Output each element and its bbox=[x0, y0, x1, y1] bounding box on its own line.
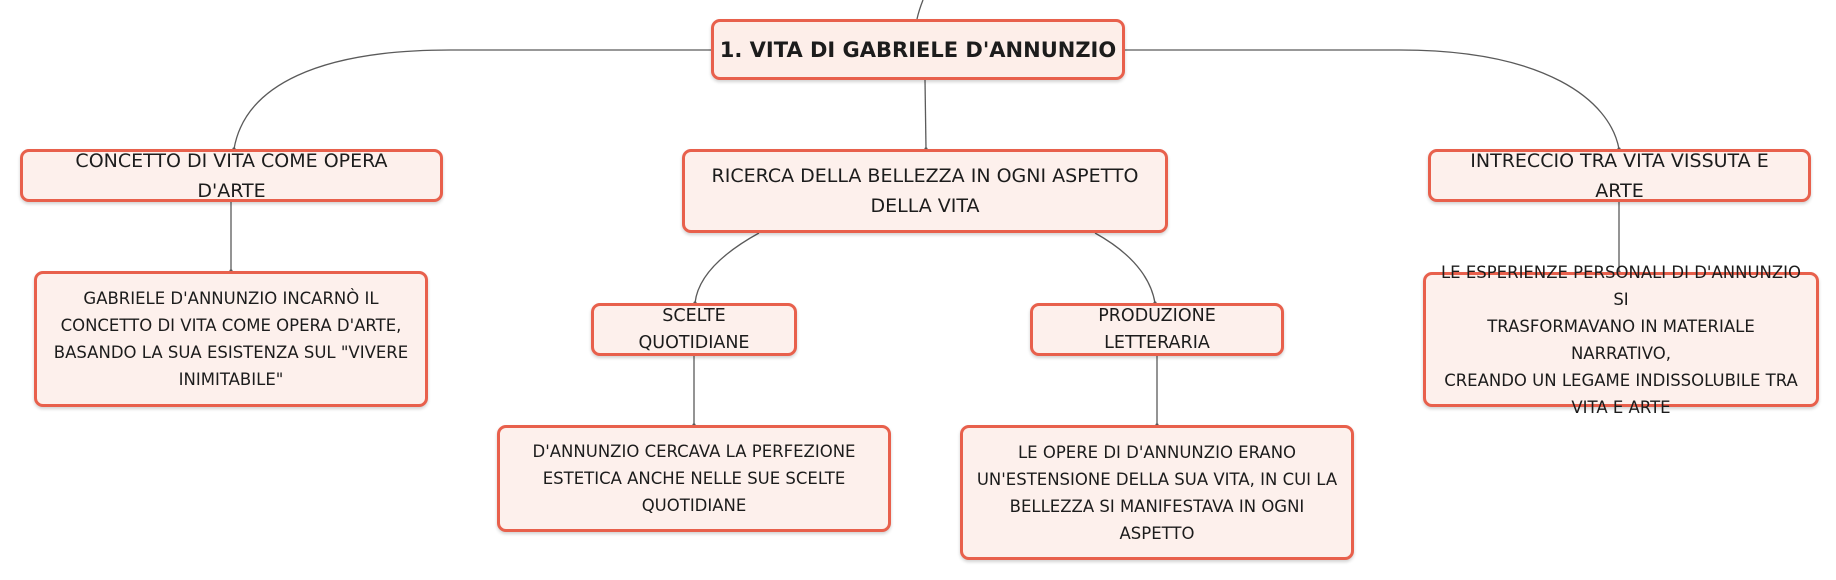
detail-line: D'ANNUNZIO CERCAVA LA PERFEZIONE bbox=[532, 442, 856, 461]
detail-text: LE OPERE DI D'ANNUNZIO ERANO UN'ESTENSIO… bbox=[975, 439, 1339, 547]
connector-root-to-intreccio bbox=[1125, 49, 1620, 150]
connector-root-to-concetto bbox=[233, 49, 711, 150]
detail-line: QUOTIDIANE bbox=[641, 496, 747, 515]
subtopic-node-scelte[interactable]: SCELTE QUOTIDIANE bbox=[591, 303, 797, 356]
connector-root-to-ricerca bbox=[924, 79, 927, 150]
detail-line: CREANDO UN LEGAME INDISSOLUBILE TRA bbox=[1444, 370, 1798, 390]
detail-line: BELLEZZA SI MANIFESTAVA IN OGNI ASPETTO bbox=[1009, 496, 1305, 543]
connector-ricerca-to-scelte bbox=[694, 232, 760, 304]
connector-ricerca-to-produzione bbox=[1094, 232, 1156, 304]
detail-line: ESTETICA ANCHE NELLE SUE SCELTE bbox=[542, 469, 846, 488]
subtopic-node-produzione[interactable]: PRODUZIONE LETTERARIA bbox=[1030, 303, 1284, 356]
detail-node-concetto[interactable]: GABRIELE D'ANNUNZIO INCARNÒ IL CONCETTO … bbox=[34, 271, 428, 407]
connector-parent-to-root bbox=[916, 0, 924, 20]
root-topic-label: 1. VITA DI GABRIELE D'ANNUNZIO bbox=[719, 37, 1117, 62]
topic-node-intreccio[interactable]: INTRECCIO TRA VITA VISSUTA E ARTE bbox=[1428, 149, 1811, 202]
detail-line: UN'ESTENSIONE DELLA SUA VITA, IN CUI LA bbox=[976, 469, 1338, 489]
detail-node-scelte[interactable]: D'ANNUNZIO CERCAVA LA PERFEZIONE ESTETIC… bbox=[497, 425, 891, 532]
root-topic-node[interactable]: 1. VITA DI GABRIELE D'ANNUNZIO bbox=[711, 19, 1125, 80]
detail-text: LE ESPERIENZE PERSONALI DI D'ANNUNZIO SI… bbox=[1438, 259, 1804, 421]
topic-label-line: RICERCA DELLA BELLEZZA IN OGNI ASPETTO bbox=[711, 165, 1139, 187]
detail-line: LE ESPERIENZE PERSONALI DI D'ANNUNZIO SI bbox=[1440, 262, 1802, 309]
topic-label: INTRECCIO TRA VITA VISSUTA E ARTE bbox=[1470, 149, 1769, 202]
detail-line: BASANDO LA SUA ESISTENZA SUL "VIVERE bbox=[53, 343, 409, 362]
detail-line: CONCETTO DI VITA COME OPERA D'ARTE, bbox=[60, 316, 402, 335]
subtopic-label: PRODUZIONE LETTERARIA bbox=[1098, 305, 1216, 353]
topic-label: RICERCA DELLA BELLEZZA IN OGNI ASPETTO D… bbox=[712, 161, 1139, 221]
detail-line: VITA E ARTE bbox=[1571, 397, 1671, 417]
detail-text: D'ANNUNZIO CERCAVA LA PERFEZIONE ESTETIC… bbox=[533, 438, 856, 519]
topic-node-ricerca[interactable]: RICERCA DELLA BELLEZZA IN OGNI ASPETTO D… bbox=[682, 149, 1168, 233]
topic-node-concetto[interactable]: CONCETTO DI VITA COME OPERA D'ARTE bbox=[20, 149, 443, 202]
detail-node-produzione[interactable]: LE OPERE DI D'ANNUNZIO ERANO UN'ESTENSIO… bbox=[960, 425, 1354, 560]
topic-label: CONCETTO DI VITA COME OPERA D'ARTE bbox=[75, 149, 388, 202]
detail-line: TRASFORMAVANO IN MATERIALE NARRATIVO, bbox=[1487, 316, 1755, 363]
detail-text: GABRIELE D'ANNUNZIO INCARNÒ IL CONCETTO … bbox=[54, 285, 408, 393]
detail-line: LE OPERE DI D'ANNUNZIO ERANO bbox=[1017, 442, 1297, 462]
detail-node-intreccio[interactable]: LE ESPERIENZE PERSONALI DI D'ANNUNZIO SI… bbox=[1423, 263, 1819, 417]
topic-label-line: DELLA VITA bbox=[870, 195, 980, 217]
subtopic-label: SCELTE QUOTIDIANE bbox=[638, 305, 750, 353]
detail-line: GABRIELE D'ANNUNZIO INCARNÒ IL bbox=[83, 289, 379, 308]
detail-line: INIMITABILE" bbox=[178, 370, 284, 389]
